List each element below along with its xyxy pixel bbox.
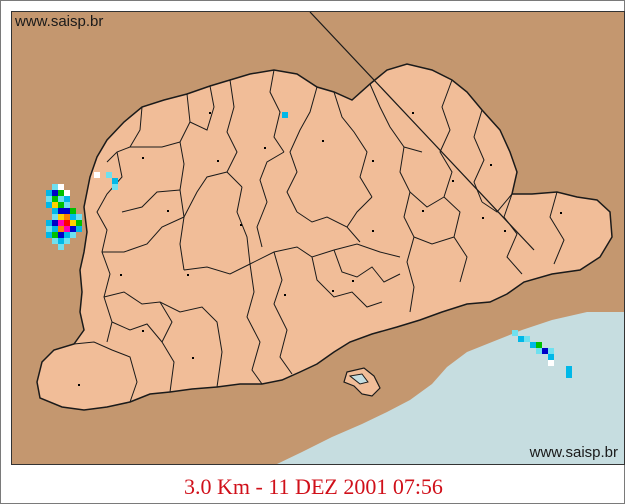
state-outline <box>36 63 613 411</box>
map-svg <box>36 12 624 464</box>
region-borders <box>73 69 565 403</box>
radar-echo-ocean <box>512 330 572 378</box>
radar-map[interactable]: www.saisp.br www.saisp.br <box>11 11 625 465</box>
diagonal-line <box>309 12 535 251</box>
radar-echo-west <box>46 112 288 250</box>
watermark-top: www.saisp.br <box>15 13 104 30</box>
radar-caption: 3.0 Km - 11 DEZ 2001 07:56 <box>184 474 443 499</box>
watermark-bottom: www.saisp.br <box>529 444 618 461</box>
island-inner <box>348 373 369 385</box>
city-dots <box>78 112 562 386</box>
